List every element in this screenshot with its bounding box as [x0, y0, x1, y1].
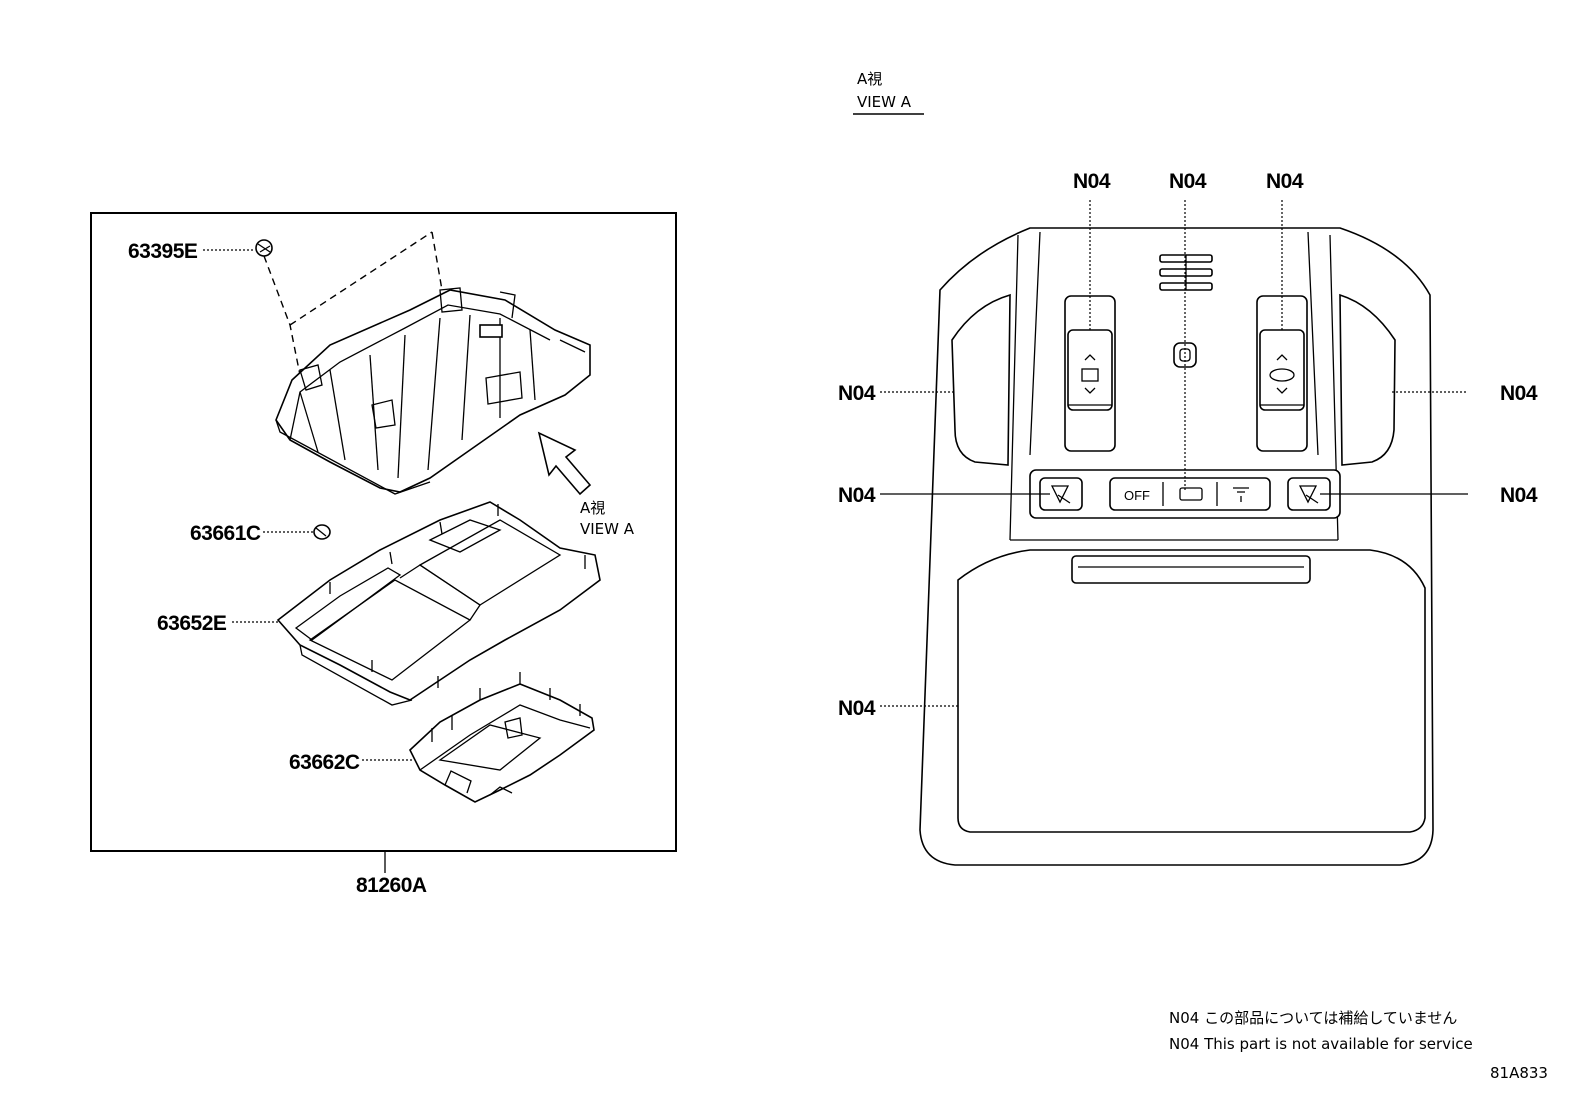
figure-id: 81A833: [1490, 1064, 1548, 1082]
label-63662C: 63662C: [289, 751, 360, 774]
label-63395E: 63395E: [128, 240, 198, 263]
left-rocker-switch: [1064, 295, 1116, 452]
off-label: OFF: [1124, 488, 1150, 503]
right-side-lens: [1339, 293, 1396, 466]
view-arrow-jp: A視: [580, 499, 605, 517]
clip-63395E: [203, 239, 273, 257]
note-jp: N04 この部品については補給していません: [1169, 1009, 1457, 1027]
callout-top-left: N04: [1073, 170, 1111, 193]
label-63652E: 63652E: [157, 612, 227, 635]
label-63661C: 63661C: [190, 522, 261, 545]
callout-leaders: [880, 200, 1468, 707]
callout-side-upper-left: N04: [838, 382, 876, 405]
view-a-detail: A視 VIEW A: [838, 70, 1538, 866]
bulb-63661C: [263, 524, 331, 540]
view-title-en: VIEW A: [857, 93, 912, 111]
callout-top-right: N04: [1266, 170, 1304, 193]
callout-top-mid: N04: [1169, 170, 1207, 193]
right-rocker-switch: [1256, 295, 1308, 452]
note-en: N04 This part is not available for servi…: [1169, 1035, 1473, 1053]
center-vents: [1159, 254, 1213, 291]
label-81260A: 81260A: [356, 874, 427, 897]
view-arrow-en: VIEW A: [580, 520, 635, 538]
exploded-view: 63395E: [90, 212, 677, 897]
exploded-view-frame: [90, 212, 677, 852]
view-a-arrow: [537, 431, 592, 496]
callout-lower-left: N04: [838, 697, 876, 720]
view-title-jp: A視: [857, 70, 882, 88]
bracket-63662C: [409, 672, 595, 803]
callout-side-mid-left: N04: [838, 484, 876, 507]
overhead-console: OFF: [919, 227, 1434, 866]
guide-lines: [263, 231, 443, 376]
lower-lens: [957, 549, 1426, 833]
console-housing: [275, 287, 591, 495]
lens-frame-63652E: [276, 501, 601, 706]
footnotes: N04 この部品については補給していません N04 This part is n…: [1169, 1009, 1548, 1082]
callout-side-upper-right: N04: [1500, 382, 1538, 405]
callout-side-mid-right: N04: [1500, 484, 1538, 507]
button-strip: OFF: [1029, 469, 1341, 519]
room-lamp-switch: [1109, 477, 1271, 511]
center-small-button: [1173, 342, 1197, 368]
left-side-lens: [951, 293, 1011, 466]
